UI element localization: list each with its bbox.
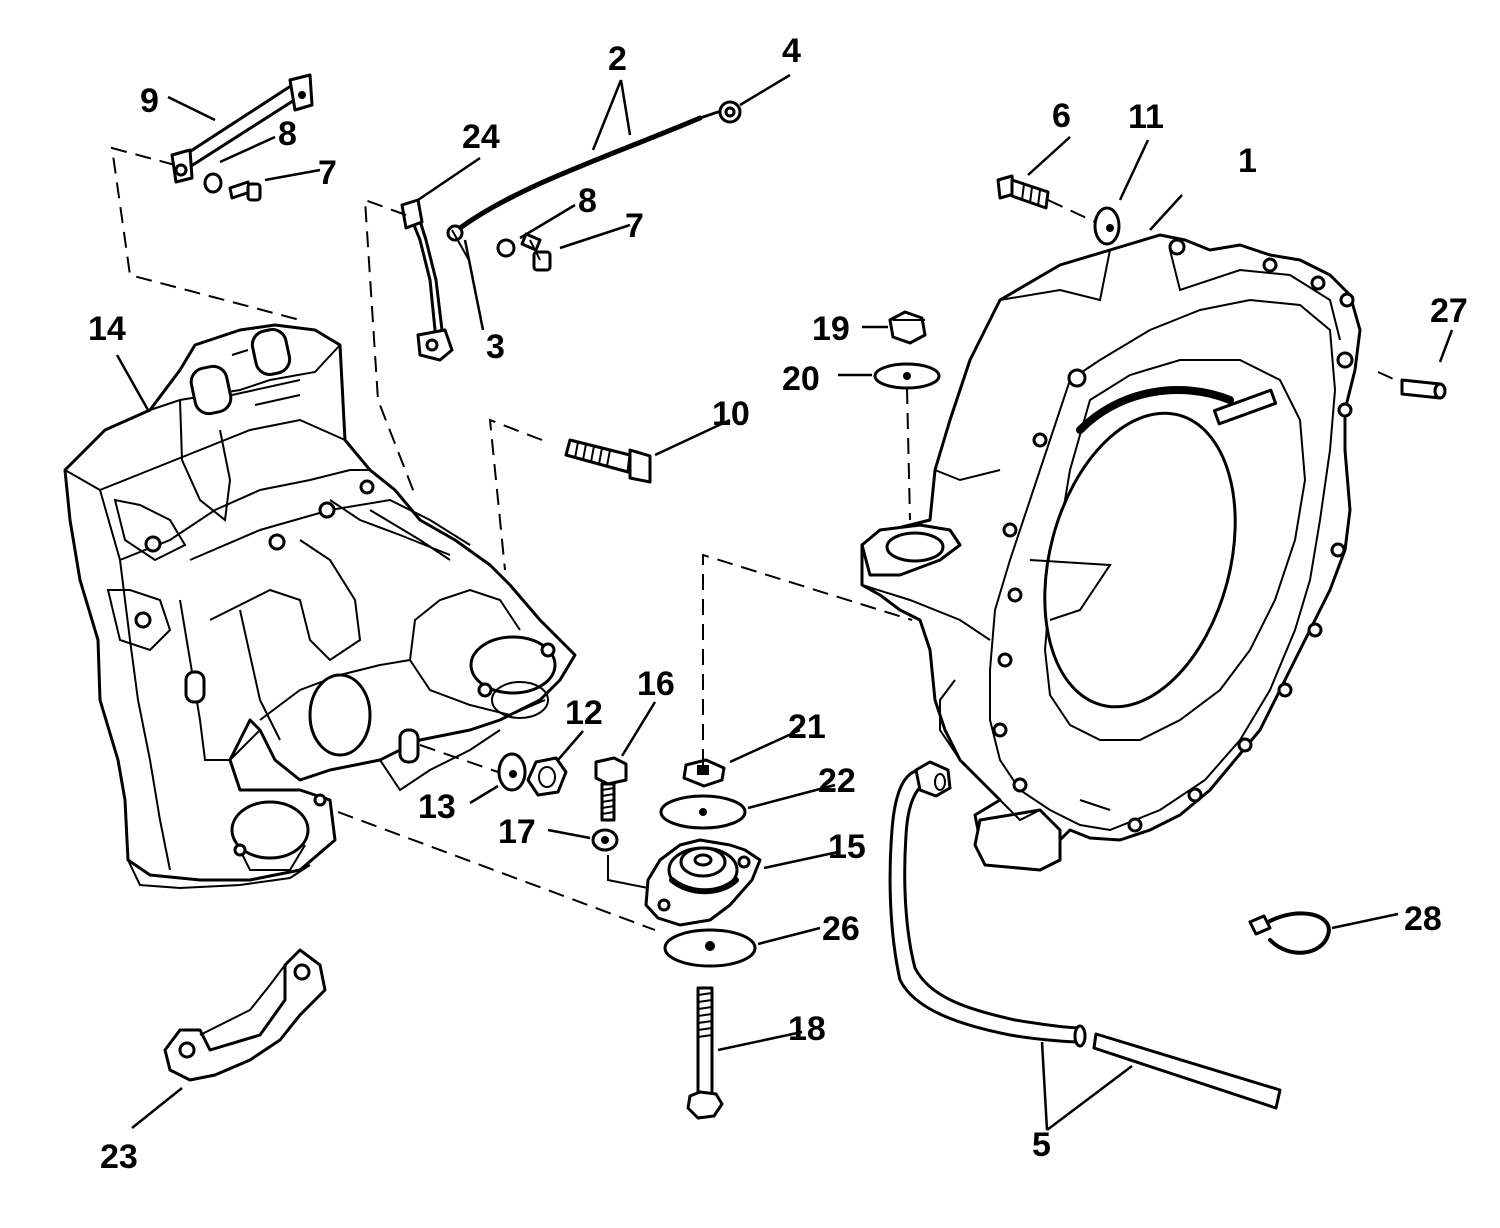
callout-15: 15 xyxy=(828,828,866,866)
part-21-nut xyxy=(682,758,726,788)
callout-28: 28 xyxy=(1404,900,1442,938)
callout-3: 3 xyxy=(486,328,505,366)
callout-8-upper: 8 xyxy=(278,115,297,153)
part-11-washer xyxy=(1093,206,1121,246)
callout-16: 16 xyxy=(637,665,675,703)
part-10-bolt xyxy=(564,438,652,484)
part-26-washer xyxy=(663,928,757,968)
callout-6: 6 xyxy=(1052,97,1071,135)
callout-19: 19 xyxy=(812,310,850,348)
part-20-washer xyxy=(873,362,941,390)
callout-11: 11 xyxy=(1128,98,1164,136)
part-19-nut xyxy=(888,310,927,345)
callout-13: 13 xyxy=(418,788,456,826)
leader-lines xyxy=(115,73,1454,1131)
part-17-washer xyxy=(591,828,619,852)
part-12-nut xyxy=(526,756,568,797)
part-24-ground-strap xyxy=(400,198,454,362)
callout-22: 22 xyxy=(818,762,856,800)
part-1-housing xyxy=(860,233,1362,872)
part-14-mount-bracket xyxy=(63,323,577,890)
part-13-washer xyxy=(497,752,527,792)
part-23-bracket-strap xyxy=(163,948,327,1082)
part-6-screw xyxy=(996,174,1050,210)
callout-5: 5 xyxy=(1032,1126,1051,1164)
part-22-washer xyxy=(659,794,747,830)
callout-10: 10 xyxy=(712,395,750,433)
part-7-screw-upper xyxy=(228,180,262,202)
callouts: 1 2 3 4 5 6 7 7 8 8 9 10 11 12 13 14 15 … xyxy=(88,32,1468,1176)
callout-23: 23 xyxy=(100,1138,138,1176)
part-9-ground-strap xyxy=(170,73,314,184)
callout-14: 14 xyxy=(88,310,126,348)
part-2-wire xyxy=(446,100,742,242)
callout-7-middle: 7 xyxy=(625,207,644,245)
callout-1: 1 xyxy=(1238,142,1257,180)
callout-8-middle: 8 xyxy=(578,182,597,220)
callout-20: 20 xyxy=(782,360,820,398)
part-16-bolt xyxy=(594,756,628,822)
callout-21: 21 xyxy=(788,708,826,746)
part-28-clamp xyxy=(1248,911,1331,955)
part-7-screw-middle xyxy=(520,232,552,272)
callout-9: 9 xyxy=(140,82,159,120)
part-27-pin xyxy=(1400,378,1447,400)
callout-17: 17 xyxy=(498,813,536,851)
callout-26: 26 xyxy=(822,910,860,948)
part-15-rubber-mount xyxy=(644,838,762,927)
part-5-hose xyxy=(888,760,1282,1110)
part-8-washer-middle xyxy=(496,238,516,258)
alignment-lines xyxy=(110,146,1401,931)
part-18-bolt xyxy=(686,986,724,1120)
callout-24: 24 xyxy=(462,118,500,156)
callout-7-upper: 7 xyxy=(318,154,337,192)
callout-18: 18 xyxy=(788,1010,826,1048)
callout-12: 12 xyxy=(565,694,603,732)
callout-2: 2 xyxy=(608,40,627,78)
callout-4: 4 xyxy=(782,32,801,70)
part-8-washer-upper xyxy=(203,172,223,194)
callout-27: 27 xyxy=(1430,292,1468,330)
